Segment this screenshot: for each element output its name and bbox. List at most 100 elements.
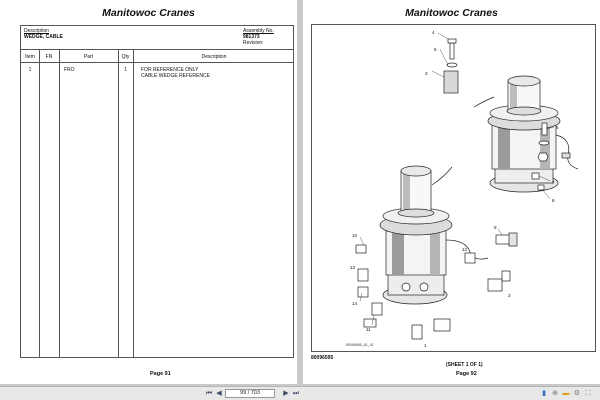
callout-10: 10 [352, 233, 358, 238]
column-divider [133, 50, 134, 357]
leader-line [371, 314, 375, 326]
zoom-icon[interactable]: ⊕ [552, 390, 558, 397]
upper-wire [473, 96, 495, 108]
brand-title: Manitowoc Cranes [405, 7, 498, 19]
leader-line [541, 188, 551, 200]
lower-motor-shade [403, 171, 410, 213]
callout-4: 4 [432, 30, 435, 35]
callout-7: 7 [552, 180, 555, 185]
cell-part: FRO [64, 67, 75, 73]
part-10-fitting [355, 244, 367, 254]
lower-wire [431, 166, 453, 186]
last-page-icon[interactable]: ⏭ [292, 390, 300, 397]
upper-connector [561, 152, 571, 159]
leader-line [538, 175, 551, 182]
part-2-elbow [487, 278, 503, 292]
callout-14: 14 [352, 301, 358, 306]
drawing-frame: 4 5 3 6 7 8 9 10 12 13 14 11 1 2 8009659… [311, 24, 596, 352]
lower-motor-base [397, 208, 435, 218]
part-13-fitting [357, 268, 369, 282]
part-4-bolt-head [447, 38, 457, 44]
exploded-parts-drawing: 4 5 3 6 7 8 9 10 12 13 14 11 1 2 [350, 30, 579, 348]
cell-description-line-1: FOR REFERENCE ONLY [141, 67, 199, 73]
part-8-nut [537, 152, 549, 162]
brand-title: Manitowoc Cranes [102, 7, 195, 19]
lower-base-port-2 [419, 282, 429, 292]
cell-item: 1 [28, 67, 32, 73]
column-divider [59, 50, 60, 357]
part-11-elbow [363, 318, 377, 328]
assembly-value: 981373 [243, 34, 260, 40]
leader-line [359, 236, 365, 246]
cell-description-line-2: CABLE WEDGE REFERENCE [141, 73, 210, 79]
part-14-fitting [357, 286, 369, 298]
upper-cable [555, 134, 579, 170]
fullscreen-icon[interactable]: ⛶ [585, 390, 591, 397]
callout-2: 2 [508, 293, 511, 298]
callout-9: 9 [494, 225, 497, 230]
part-12-fitting [464, 252, 476, 264]
part-3-block [443, 70, 459, 94]
part-2-fitting [501, 270, 511, 282]
assembly-header: Description WEDGE, CABLE Assembly No. 98… [20, 25, 294, 49]
viewer-toolbar: ⏮ ◀ 99 / 703 ▶ ⏭ ▮ ⊕ ▬ ⚙ ⛶ [0, 386, 600, 400]
part-1-elbow [433, 318, 451, 332]
callout-5: 5 [434, 47, 437, 52]
part-11-fitting [371, 302, 383, 316]
leader-line [439, 48, 449, 66]
page-number: Page 91 [150, 371, 171, 377]
first-page-icon[interactable]: ⏮ [205, 390, 213, 397]
sheet-indicator: (SHEET 1 OF 1) [446, 362, 483, 368]
part-9-fitting-hex [508, 232, 518, 247]
column-header-fn: FN [45, 54, 53, 60]
part-4-bolt [449, 42, 455, 60]
callout-12: 12 [462, 247, 468, 252]
lower-motor-cap [400, 165, 432, 177]
part-7-fitting [531, 172, 540, 180]
column-divider [118, 50, 119, 357]
leader-line [497, 228, 503, 236]
settings-icon[interactable]: ⚙ [573, 390, 581, 397]
left-page: Manitowoc Cranes Description WEDGE, CABL… [0, 0, 297, 384]
callout-6: 6 [556, 125, 559, 130]
page-indicator-input[interactable]: 99 / 703 [225, 389, 275, 398]
bookmark-icon[interactable]: ▮ [542, 390, 546, 397]
part-1-fitting [411, 324, 423, 340]
part-6-bolt [541, 122, 548, 136]
callout-3: 3 [425, 71, 428, 76]
assembly-label: Assembly No. [243, 28, 274, 34]
description-label: Description [24, 28, 50, 34]
column-header-part: Part [83, 54, 94, 60]
leader-line [359, 292, 363, 302]
callout-11: 11 [366, 327, 371, 332]
description-value: WEDGE, CABLE [24, 34, 63, 40]
lower-housing-shade-2 [430, 225, 440, 275]
upper-motor-shade [510, 81, 517, 111]
part-number: 80096595 [311, 355, 334, 361]
callout-13: 13 [350, 265, 356, 270]
next-page-icon[interactable]: ▶ [283, 390, 289, 397]
lower-base-port [401, 282, 411, 292]
part-9-fitting [495, 234, 511, 245]
part-5-washer [446, 62, 458, 68]
callout-8: 8 [552, 198, 555, 203]
right-page: Manitowoc Cranes [303, 0, 600, 384]
previous-page-icon[interactable]: ◀ [216, 390, 222, 397]
upper-motor-base [506, 106, 542, 116]
drawing-number: 80096595_A1_01 [346, 343, 374, 347]
lower-housing-shade [392, 225, 404, 275]
lower-cable [445, 239, 489, 260]
parts-table: Item FN Part Qty Description 1 FRO 1 FOR… [20, 49, 294, 358]
revision-label: Revision: [243, 40, 264, 46]
folder-icon[interactable]: ▬ [562, 390, 570, 397]
leader-line [545, 126, 555, 130]
part-6-washer [538, 140, 550, 146]
upper-motor-cap [507, 75, 541, 87]
leader-line [431, 70, 445, 78]
callout-1: 1 [424, 343, 427, 348]
lower-base-plate [387, 272, 445, 296]
column-header-description: Description [201, 54, 227, 60]
part-8-fitting [537, 184, 545, 191]
leader-line [437, 32, 449, 40]
column-header-item: Item [25, 54, 35, 60]
